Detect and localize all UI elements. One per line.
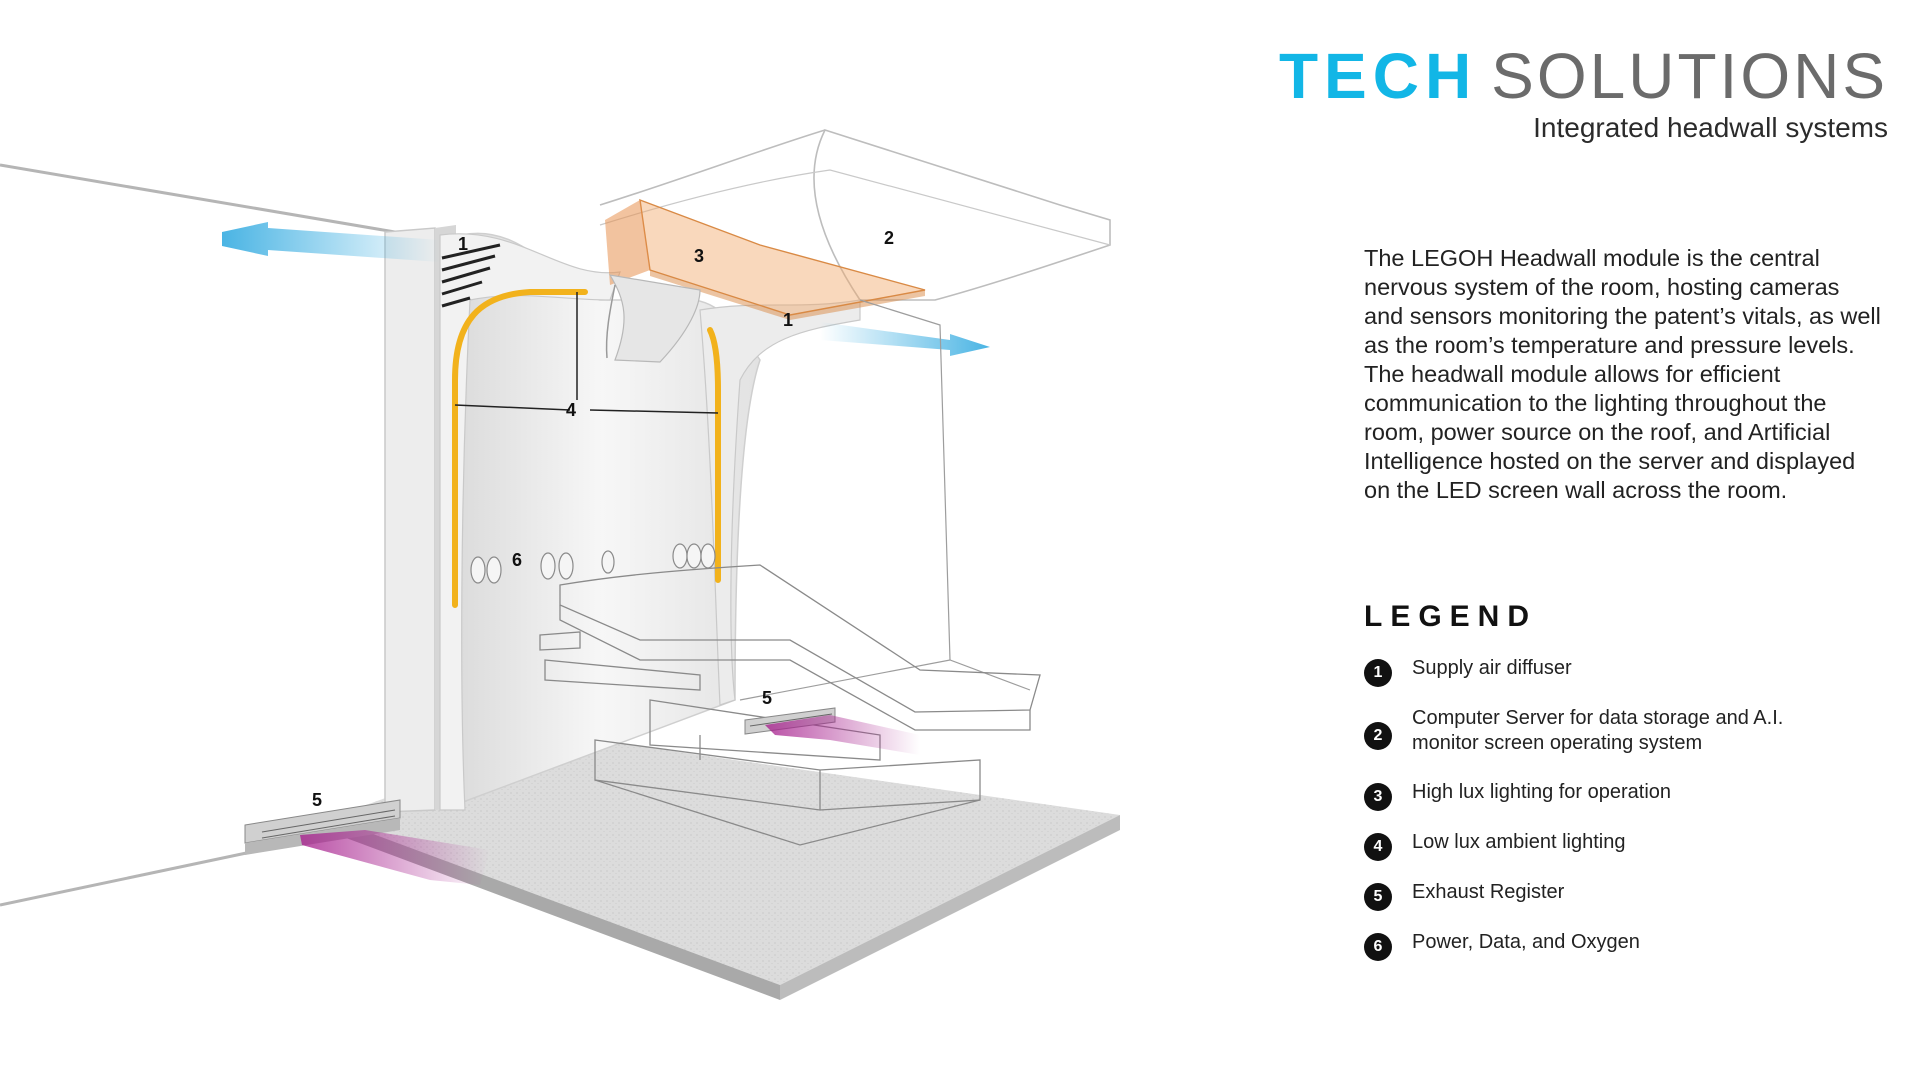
headwall-diagram: 1 1 2 3 4 5 5 6 — [0, 129, 1120, 1000]
exhaust-arrow-right — [765, 715, 920, 755]
legend-number-badge: 4 — [1364, 833, 1392, 861]
callout-6: 6 — [512, 550, 522, 570]
page-subtitle: Integrated headwall systems — [1533, 112, 1888, 143]
title-part-solutions: SOLUTIONS — [1491, 40, 1888, 112]
perspective-line-bottom — [0, 846, 271, 907]
callout-line-4b — [589, 409, 719, 414]
exhaust-arrow-left — [300, 830, 490, 885]
legend: LEGEND 1 Supply air diffuser 2 Computer … — [1364, 600, 1884, 980]
supply-diffuser-left-vents — [441, 243, 501, 308]
low-lux-lighting-strip — [452, 289, 721, 608]
legend-number-badge: 1 — [1364, 659, 1392, 687]
headwall-right-arm — [699, 299, 861, 706]
title-part-tech: TECH — [1278, 40, 1478, 112]
legend-number-badge: 5 — [1364, 883, 1392, 911]
callout-4: 4 — [566, 400, 576, 420]
server-box — [605, 198, 926, 320]
legend-item-text: Power, Data, and Oxygen — [1412, 931, 1640, 953]
high-lux-light-fixture — [605, 274, 701, 363]
legend-item-text: High lux lighting for operation — [1412, 781, 1672, 803]
legend-number-badge: 2 — [1364, 722, 1392, 750]
legend-item-text: Computer Server for data storage and A.I… — [1412, 707, 1784, 754]
callout-line-4a — [454, 404, 571, 411]
callout-5-left: 5 — [312, 790, 322, 810]
callout-5-right: 5 — [762, 688, 772, 708]
callout-1-left: 1 — [458, 234, 468, 254]
legend-item: 5 Exhaust Register — [1364, 880, 1884, 911]
legend-item-text: Supply air diffuser — [1412, 657, 1572, 679]
legend-item: 3 High lux lighting for operation — [1364, 780, 1884, 811]
supply-air-arrow-right — [820, 322, 990, 356]
legend-item: 1 Supply air diffuser — [1364, 656, 1884, 687]
callout-2: 2 — [884, 228, 894, 248]
description-paragraph: The LEGOH Headwall module is the central… — [1364, 245, 1881, 503]
legend-title: LEGEND — [1364, 600, 1538, 633]
supply-air-arrow-left — [222, 222, 440, 262]
headwall-left-arm — [439, 233, 621, 811]
callout-3: 3 — [694, 246, 704, 266]
wall-left-column — [384, 227, 436, 813]
legend-number-badge: 3 — [1364, 783, 1392, 811]
callout-1-right: 1 — [783, 310, 793, 330]
power-data-oxygen-outlets — [470, 543, 716, 584]
legend-item: 4 Low lux ambient lighting — [1364, 830, 1884, 861]
perspective-line-top — [0, 163, 396, 234]
legend-item-text: Exhaust Register — [1412, 881, 1565, 903]
legend-item: 2 Computer Server for data storage and A… — [1364, 706, 1884, 756]
legend-item: 6 Power, Data, and Oxygen — [1364, 930, 1884, 961]
glass-enclosure — [739, 299, 1031, 701]
legend-number-badge: 6 — [1364, 933, 1392, 961]
legend-item-text: Low lux ambient lighting — [1412, 831, 1626, 853]
